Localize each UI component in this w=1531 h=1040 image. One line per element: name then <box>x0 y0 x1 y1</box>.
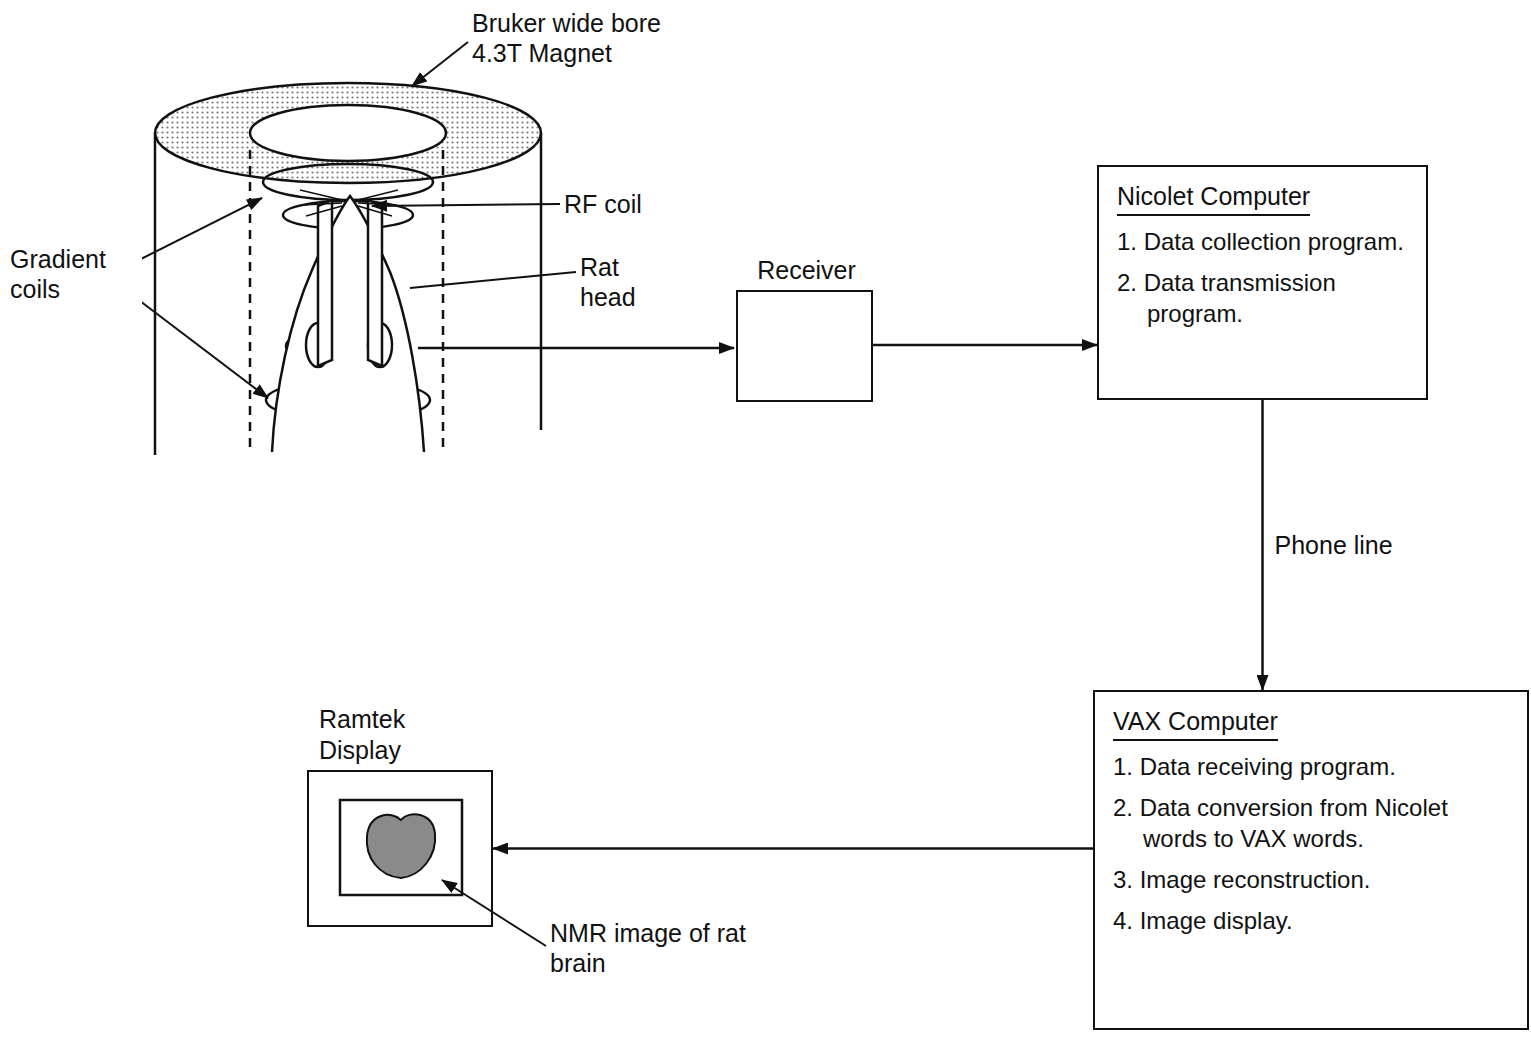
list-item: 1. Data collection program. <box>1117 226 1412 257</box>
part-label: RF coil <box>562 189 686 219</box>
box-heading: Receiver <box>738 255 875 286</box>
list-item: 4. Image display. <box>1113 905 1513 936</box>
part-label: Gradient coils <box>8 244 142 304</box>
magnet-label: Bruker wide bore 4.3T Magnet <box>470 8 714 68</box>
list-item: 3. Image reconstruction. <box>1113 864 1513 895</box>
part-label: Rat head <box>578 252 682 312</box>
part-label: NMR image of rat brain <box>548 918 772 978</box>
flow-arrow <box>873 344 1097 347</box>
flow-arrow <box>1261 400 1264 690</box>
list-item: 2. Data conversion from Nicolet words to… <box>1113 792 1513 854</box>
computer-box: VAX Computer 1. Data receiving program. 2.… <box>1093 690 1529 1030</box>
list-item: 2. Data transmission program. <box>1117 267 1412 329</box>
box-title-text: Nicolet Computer <box>1117 181 1310 216</box>
edge-label: Phone line <box>1273 530 1395 560</box>
receiver-box: Receiver <box>736 290 873 402</box>
flow-arrow <box>493 847 1093 850</box>
display-screen <box>309 772 490 924</box>
display-box: Ramtek Display <box>307 770 493 927</box>
box-title-row: VAX Computer <box>1113 706 1513 741</box>
computer-box: Nicolet Computer 1. Data collection progr… <box>1097 165 1428 400</box>
box-heading: Ramtek Display <box>319 704 449 766</box>
box-title-text: VAX Computer <box>1113 706 1278 741</box>
box-title-row: Nicolet Computer <box>1117 181 1412 216</box>
list-item: 1. Data receiving program. <box>1113 751 1513 782</box>
